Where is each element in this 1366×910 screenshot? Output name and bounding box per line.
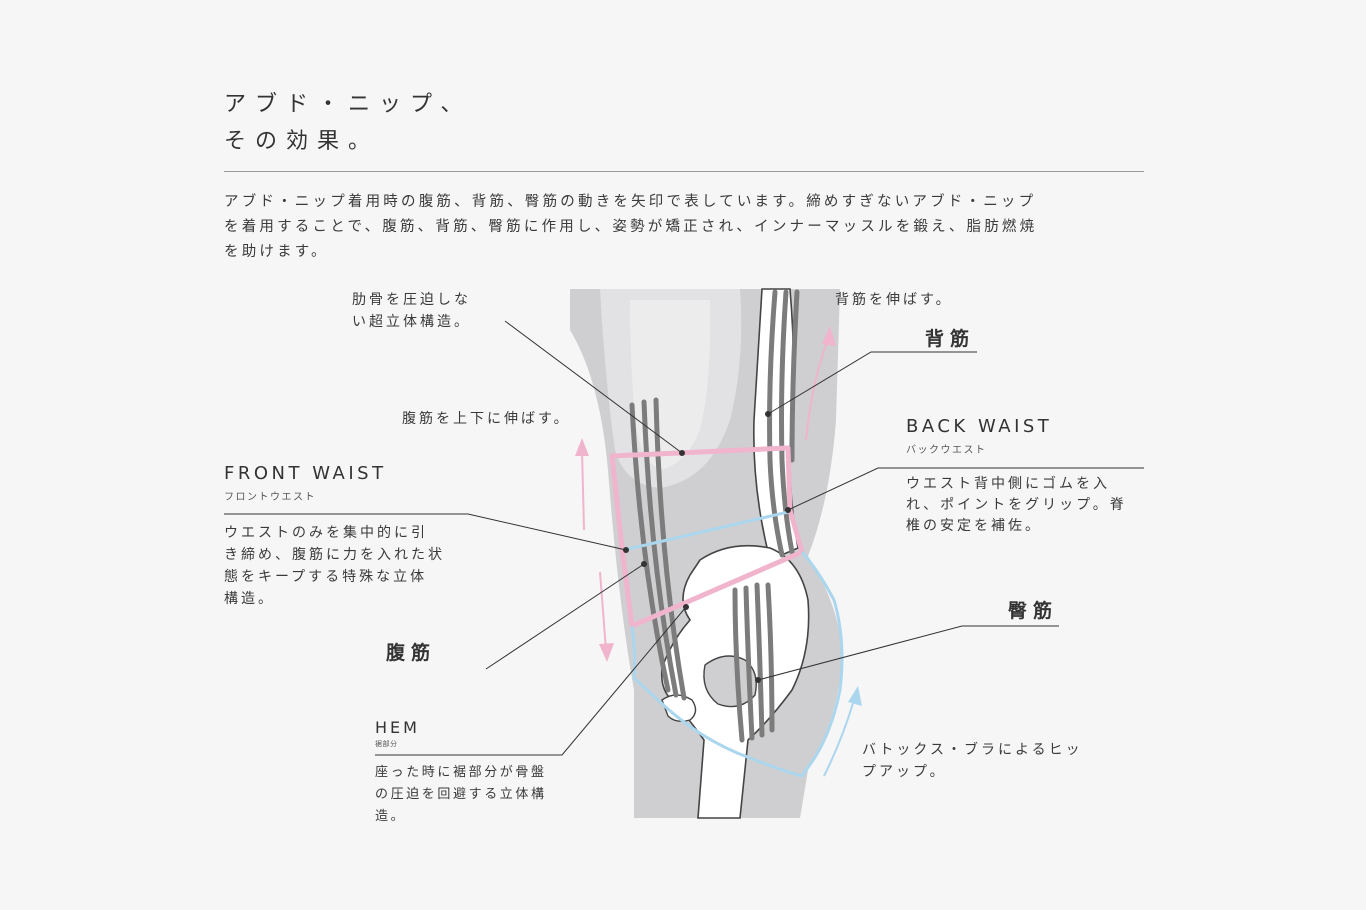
glute-muscle-label: 臀筋 bbox=[1008, 600, 1059, 622]
rib-callout-line-1: 肋骨を圧迫しな bbox=[352, 292, 471, 308]
front-waist-callout: FRONT WAIST フロントウエスト bbox=[224, 463, 387, 503]
abs-muscle-label: 腹筋 bbox=[386, 642, 437, 664]
abs-up-arrow bbox=[581, 449, 585, 531]
back-stretch-callout: 背筋を伸ばす。 bbox=[835, 292, 953, 308]
hem-line-2: の圧迫を回避する立体構 bbox=[375, 787, 547, 802]
waist-line-blue bbox=[623, 510, 789, 552]
leader-dots bbox=[623, 411, 791, 683]
back-waist-description: ウエスト背中側にゴムを入 れ、ポイントをグリップ。脊 椎の安定を補佐。 bbox=[906, 474, 1127, 537]
back-waist-title: BACK WAIST bbox=[906, 416, 1053, 437]
back-up-arrowhead bbox=[822, 326, 836, 346]
intro-line-3: を助けます。 bbox=[224, 244, 329, 260]
back-waist-line-2: れ、ポイントをグリップ。脊 bbox=[906, 497, 1127, 513]
intro-line-2: を着用することで、腹筋、背筋、臀筋に作用し、姿勢が矯正され、インナーマッスルを鍛… bbox=[224, 219, 1038, 235]
hem-outline-blue bbox=[630, 551, 844, 778]
rib-callout-line-2: い超立体構造。 bbox=[352, 314, 471, 330]
hip-up-arrowhead bbox=[848, 686, 862, 706]
hem-line-1: 座った時に裾部分が骨盤 bbox=[375, 765, 547, 780]
back-waist-kana: バックウエスト bbox=[906, 445, 987, 456]
front-waist-line-1: ウエストのみを集中的に引 bbox=[224, 525, 428, 541]
front-waist-title: FRONT WAIST bbox=[224, 463, 387, 484]
hip-up-arrow bbox=[823, 699, 855, 777]
abs-stretch-callout: 腹筋を上下に伸ばす。 bbox=[402, 411, 571, 427]
back-up-arrow bbox=[805, 339, 829, 441]
abs-muscle-fibers bbox=[629, 397, 687, 701]
hip-up-line-1: バトックス・ブラによるヒッ bbox=[862, 742, 1083, 758]
rib-inner bbox=[630, 300, 711, 470]
front-waist-line-2: き締め、腹筋に力を入れた状 bbox=[224, 547, 445, 563]
hem-callout: HEM 裾部分 bbox=[375, 718, 420, 749]
intro-paragraph: アブド・ニップ着用時の腹筋、背筋、臀筋の動きを矢印で表しています。締めすぎないア… bbox=[224, 190, 1154, 265]
page-title-line-2: その効果。 bbox=[224, 129, 380, 154]
hem-kana: 裾部分 bbox=[375, 740, 398, 748]
glute-muscle-fibers bbox=[732, 582, 775, 743]
abs-down-arrowhead bbox=[599, 643, 614, 662]
pelvis-hole bbox=[703, 655, 757, 708]
abs-up-arrowhead bbox=[575, 438, 589, 456]
page-title: アブド・ニップ、 その効果。 bbox=[224, 86, 471, 160]
leader-lines bbox=[224, 320, 1144, 756]
back-muscle-label: 背筋 bbox=[925, 328, 976, 350]
hem-line-3: 造。 bbox=[375, 809, 407, 824]
title-divider bbox=[224, 171, 1144, 172]
front-waist-line-3: 態をキープする特殊な立体 bbox=[224, 569, 428, 585]
back-waist-line-1: ウエスト背中側にゴムを入 bbox=[906, 476, 1110, 492]
back-waist-callout: BACK WAIST バックウエスト bbox=[906, 416, 1052, 456]
rib-callout: 肋骨を圧迫しな い超立体構造。 bbox=[352, 289, 471, 333]
hip-up-callout: バトックス・ブラによるヒッ プアップ。 bbox=[862, 739, 1083, 783]
front-waist-kana: フロントウエスト bbox=[224, 492, 316, 503]
hem-title: HEM bbox=[375, 718, 420, 737]
page-title-line-1: アブド・ニップ、 bbox=[224, 92, 472, 117]
abs-down-arrow bbox=[599, 571, 607, 651]
back-muscle-fibers bbox=[767, 289, 800, 558]
front-waist-description: ウエストのみを集中的に引 き締め、腹筋に力を入れた状 態をキープする特殊な立体 … bbox=[224, 522, 445, 610]
intro-line-1: アブド・ニップ着用時の腹筋、背筋、臀筋の動きを矢印で表しています。締めすぎないア… bbox=[224, 194, 1037, 210]
front-waist-line-4: 構造。 bbox=[224, 591, 275, 607]
hip-up-line-2: プアップ。 bbox=[862, 764, 947, 780]
hem-description: 座った時に裾部分が骨盤 の圧迫を回避する立体構 造。 bbox=[375, 762, 547, 828]
back-waist-line-3: 椎の安定を補佐。 bbox=[906, 518, 1042, 534]
